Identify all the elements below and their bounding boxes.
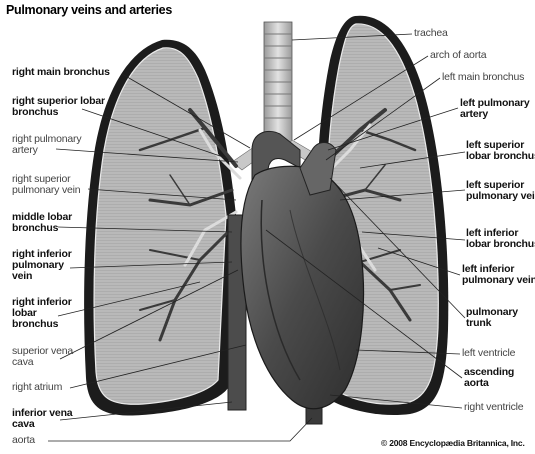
label-right-ventricle: right ventricle (464, 402, 523, 413)
label-pulmonary-trunk: pulmonarytrunk (466, 307, 518, 329)
label-ascending-aorta: ascendingaorta (464, 367, 514, 389)
label-trachea: trachea (414, 28, 448, 39)
label-right-pulmonary-artery: right pulmonaryartery (12, 134, 81, 156)
label-left-inferior-pulmonary-vein: left inferiorpulmonary vein (462, 264, 535, 286)
label-superior-vena-cava: superior venacava (12, 346, 73, 368)
label-inferior-vena-cava: inferior venacava (12, 408, 72, 430)
copyright-notice: © 2008 Encyclopædia Britannica, Inc. (381, 438, 525, 448)
label-left-pulmonary-artery: left pulmonaryartery (460, 98, 530, 120)
label-right-superior-lobar-bronchus: right superior lobarbronchus (12, 96, 105, 118)
label-left-inferior-lobar-bronchus: left inferiorlobar bronchus (466, 228, 535, 250)
label-aorta: aorta (12, 435, 35, 446)
label-left-superior-lobar-bronchus: left superiorlobar bronchus (466, 140, 535, 162)
label-right-inferior-pulmonary-vein: right inferiorpulmonaryvein (12, 249, 72, 282)
label-right-inferior-lobar-bronchus: right inferiorlobarbronchus (12, 297, 72, 330)
label-left-ventricle: left ventricle (462, 348, 515, 359)
label-right-atrium: right atrium (12, 382, 62, 393)
label-middle-lobar-bronchus: middle lobarbronchus (12, 212, 72, 234)
label-arch-of-aorta: arch of aorta (430, 50, 486, 61)
label-right-superior-pulmonary-vein: right superiorpulmonary vein (12, 174, 80, 196)
label-right-main-bronchus: right main bronchus (12, 67, 110, 78)
label-left-superior-pulmonary-vein: left superiorpulmonary vein (466, 180, 535, 202)
label-left-main-bronchus: left main bronchus (442, 72, 524, 83)
